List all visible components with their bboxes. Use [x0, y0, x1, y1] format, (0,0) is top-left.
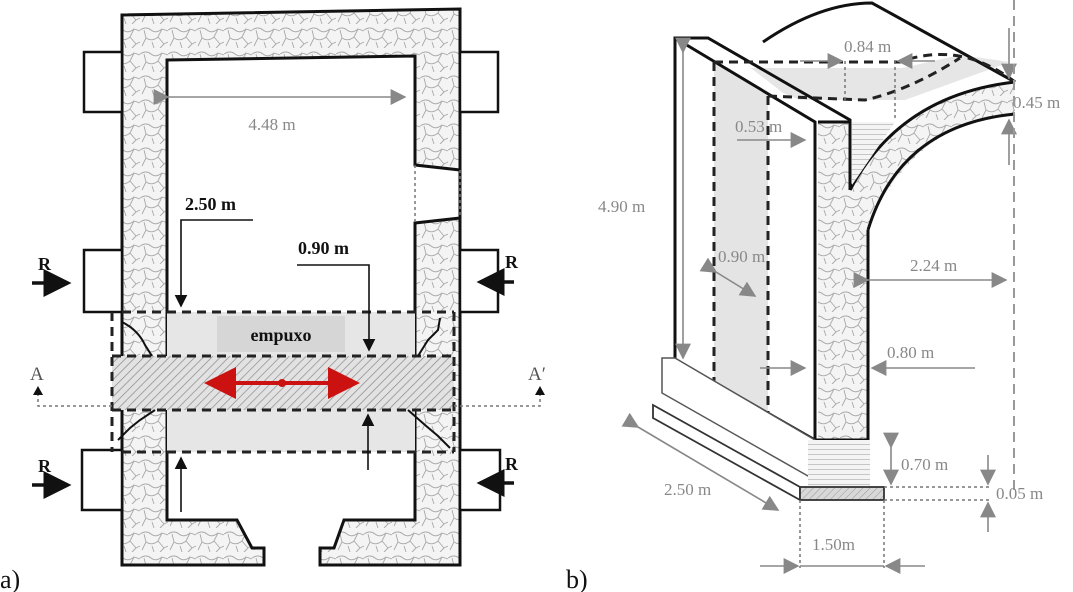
- thrust-label-box: [217, 316, 345, 352]
- dim-wall-thickness-label: 0.90 m: [298, 238, 349, 258]
- dim-foundation-height-label: 0.70 m: [901, 455, 948, 474]
- buttress-bottom-left: [80, 448, 124, 512]
- lower-band: [167, 410, 415, 452]
- shaded-strip-front: [714, 62, 768, 420]
- dim-wall-offset-label: 0.53 m: [735, 117, 782, 136]
- panel-b-label: b): [566, 565, 588, 592]
- thrust-label: empuxo: [250, 325, 311, 345]
- buttress-top-right: [458, 50, 500, 114]
- dim-inner-width-label: 4.48 m: [248, 115, 295, 134]
- dim-base-width-label: 1.50m: [812, 535, 855, 554]
- dim-plate-label: 0.05 m: [996, 484, 1043, 503]
- crack-line: [121, 321, 153, 357]
- panel-a-label: a): [0, 565, 20, 592]
- dim-base-length-label: 2.50 m: [664, 480, 711, 499]
- dim-arch-thickness-label: 0.45 m: [1013, 93, 1060, 112]
- section-line-left: [37, 393, 112, 407]
- vault-top-curve: [762, 1, 1016, 84]
- dim-beam-width-label: 2.50 m: [185, 194, 236, 214]
- crack-line: [407, 409, 451, 449]
- reaction-label-bottom-left: R: [38, 456, 52, 476]
- section-arrow-right: [535, 386, 545, 395]
- panel-b: 4.90 m 0.84 m 0.45 m 0.53 m 0.90 m 2.24 …: [566, 0, 1060, 592]
- dim-strip-width-label: 0.90 m: [718, 247, 765, 266]
- masonry-wall-outline: [120, 7, 462, 567]
- panel-a: empuxo 4.48 m 2.50 m 0.90 m R R R R A A′: [0, 7, 546, 592]
- vault-arch-inner: [866, 112, 1016, 231]
- section-arrow-left: [33, 386, 43, 395]
- reaction-label-top-right: R: [505, 252, 519, 272]
- thrust-arrow-center: [278, 379, 286, 387]
- dim-arch-top-label: 0.84 m: [844, 37, 891, 56]
- section-line-right: [454, 393, 541, 407]
- foundation-bricks: [808, 440, 870, 486]
- dim-wall-thickness-label: 0.80 m: [887, 343, 934, 362]
- section-label-right: A′: [528, 364, 546, 385]
- buttress-top-left: [82, 50, 124, 114]
- buttress-bottom-right: [458, 448, 502, 512]
- buttress-mid-left: [82, 248, 124, 314]
- leader-wall-thickness: [297, 264, 376, 352]
- dim-span-label: 2.24 m: [910, 256, 957, 275]
- crack-line: [417, 317, 441, 357]
- crack-line: [117, 409, 156, 441]
- dim-height-label: 4.90 m: [598, 197, 645, 216]
- dim-strip-width-arrow: [699, 257, 757, 297]
- leader-beam-width: [174, 219, 253, 308]
- base-plate: [799, 486, 885, 501]
- section-label-left: A: [30, 364, 44, 385]
- reaction-label-bottom-right: R: [505, 454, 519, 474]
- dim-base-length-line: [621, 412, 780, 511]
- brick-infill: [852, 122, 895, 185]
- reaction-label-top-left: R: [38, 254, 52, 274]
